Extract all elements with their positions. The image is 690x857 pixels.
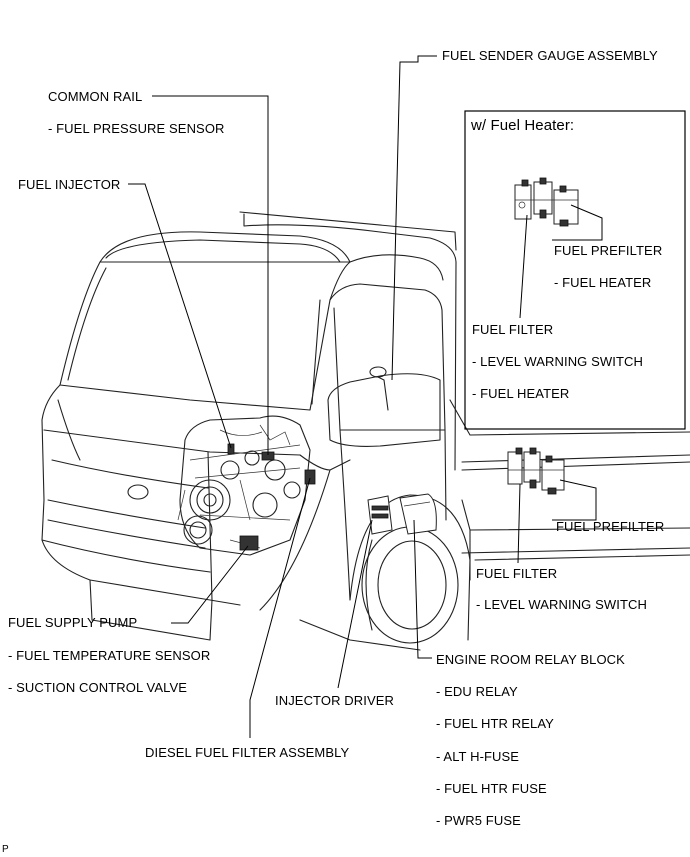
label-fuel-injector: FUEL INJECTOR	[18, 177, 121, 192]
label-fuel-prefilter: FUEL PREFILTER	[556, 519, 665, 534]
label-level-warning-switch: - LEVEL WARNING SWITCH	[476, 597, 647, 612]
label-inset-filter-fuel-heater: - FUEL HEATER	[472, 386, 570, 401]
label-diesel-fuel-filter-assembly: DIESEL FUEL FILTER ASSEMBLY	[145, 745, 350, 760]
leader-lines	[128, 55, 603, 738]
label-inset-fuel-prefilter: FUEL PREFILTER	[554, 243, 663, 258]
label-suction-control-valve: - SUCTION CONTROL VALVE	[8, 680, 188, 695]
label-pwr5-fuse: - PWR5 FUSE	[436, 813, 521, 828]
label-inset-level-warning-switch: - LEVEL WARNING SWITCH	[472, 354, 643, 369]
inset-title: w/ Fuel Heater:	[471, 117, 575, 134]
label-fuel-sender-gauge-assembly: FUEL SENDER GAUGE ASSEMBLY	[442, 48, 658, 63]
label-fuel-htr-relay: - FUEL HTR RELAY	[436, 716, 554, 731]
label-fuel-temperature-sensor: - FUEL TEMPERATURE SENSOR	[8, 648, 211, 663]
label-engine-room-relay-block: ENGINE ROOM RELAY BLOCK	[436, 652, 625, 667]
corner-mark: P	[2, 844, 9, 855]
inset-filter-illustration	[514, 177, 579, 227]
label-alt-h-fuse: - ALT H-FUSE	[436, 749, 520, 764]
label-fuel-htr-fuse: - FUEL HTR FUSE	[436, 781, 547, 796]
label-inset-fuel-filter: FUEL FILTER	[472, 322, 554, 337]
inset-box	[464, 110, 686, 430]
label-inset-prefilter-fuel-heater: - FUEL HEATER	[554, 275, 652, 290]
label-fuel-pressure-sensor: - FUEL PRESSURE SENSOR	[48, 121, 225, 136]
label-common-rail: COMMON RAIL	[48, 89, 143, 104]
label-fuel-supply-pump: FUEL SUPPLY PUMP	[8, 615, 138, 630]
label-fuel-filter: FUEL FILTER	[476, 566, 558, 581]
label-edu-relay: - EDU RELAY	[436, 684, 518, 699]
label-injector-driver: INJECTOR DRIVER	[275, 693, 394, 708]
